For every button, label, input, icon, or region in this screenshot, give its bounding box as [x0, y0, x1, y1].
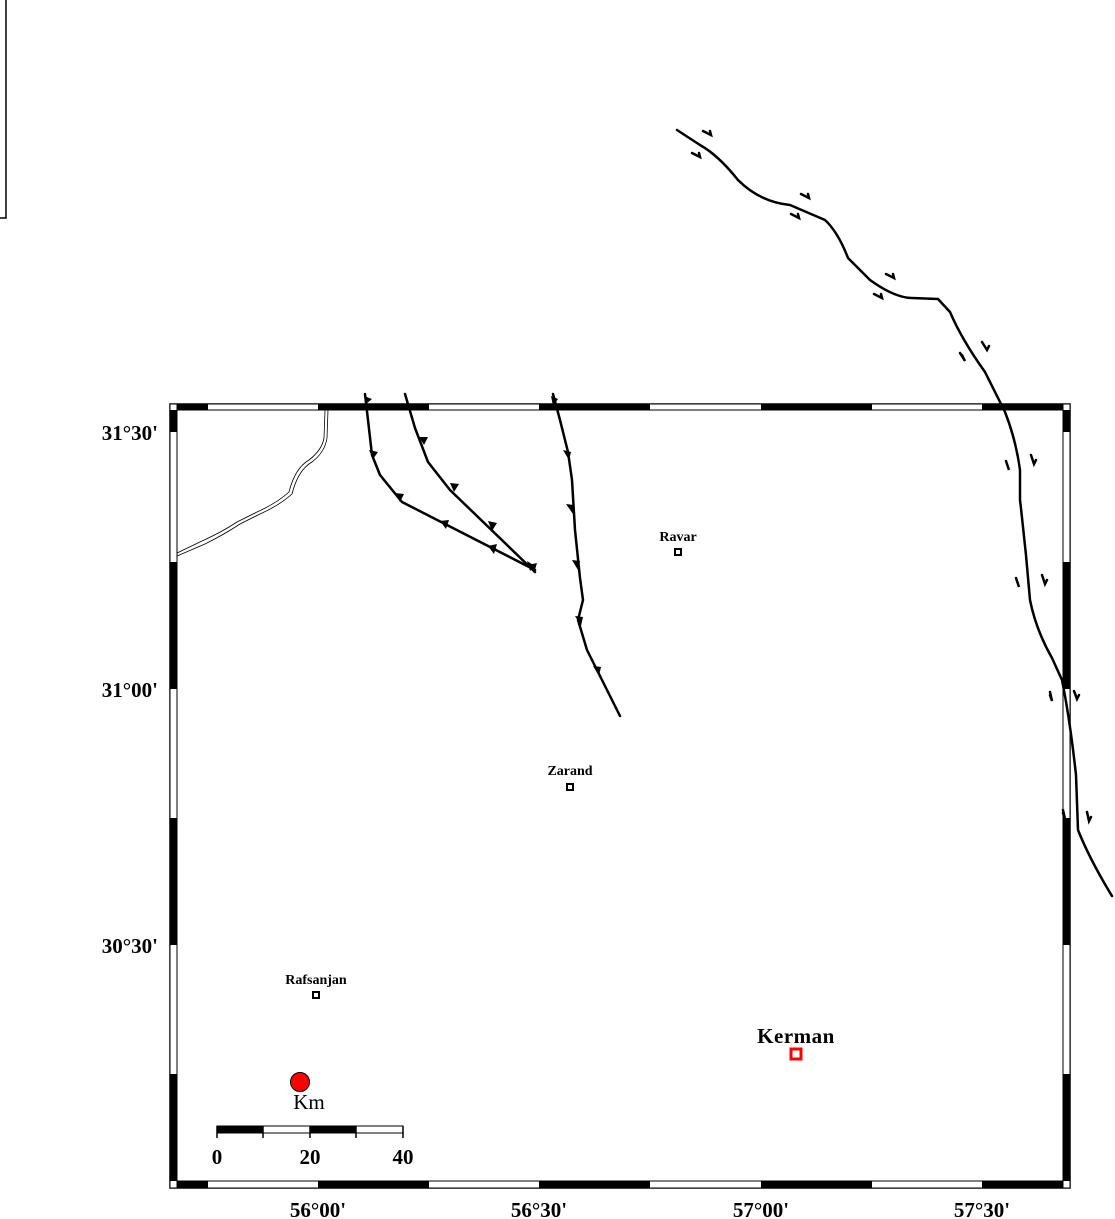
- city-label-ravar: Ravar: [659, 530, 696, 545]
- lon-label-3: 57°00': [733, 1198, 789, 1219]
- strike-slip-fault: [675, 128, 1114, 898]
- legend-box-fragment: [0, 0, 7, 219]
- city-label-zarand: Zarand: [547, 764, 592, 779]
- map-frame: [169, 403, 1071, 1189]
- thrust-faults: [363, 392, 622, 718]
- lat-label-3: 30°30': [102, 934, 158, 958]
- lat-label-1: 31°30': [102, 421, 158, 445]
- lon-label-2: 56°30': [511, 1198, 567, 1219]
- city-marker-zarand: [566, 783, 574, 791]
- thrust-fault-a: [363, 392, 537, 572]
- city-zarand: Zarand: [547, 764, 593, 791]
- city-kerman: Kerman: [757, 1024, 835, 1061]
- event-marker: [290, 1072, 310, 1092]
- thrust-fault-b: [403, 392, 537, 574]
- lat-label-2: 31°00': [102, 678, 158, 702]
- city-marker-rafsanjan: [312, 991, 320, 999]
- scale-label-40: 40: [393, 1145, 414, 1169]
- scale-label-0: 0: [212, 1145, 223, 1169]
- scale-label-20: 20: [300, 1145, 321, 1169]
- city-marker-kerman: [789, 1047, 803, 1061]
- thrust-fault-c: [551, 392, 622, 718]
- city-ravar: Ravar: [659, 530, 697, 556]
- boundary-line: [176, 409, 329, 557]
- city-label-kerman: Kerman: [757, 1024, 835, 1048]
- thrust-teeth: [364, 396, 601, 676]
- city-marker-ravar: [674, 548, 682, 556]
- lon-label-1: 56°00': [290, 1198, 346, 1219]
- lon-label-4: 57°30': [954, 1198, 1010, 1219]
- city-label-rafsanjan: Rafsanjan: [285, 973, 347, 988]
- scale-bar: Km 0 20 40: [212, 1090, 414, 1169]
- scale-unit-label: Km: [293, 1090, 325, 1114]
- city-rafsanjan: Rafsanjan: [285, 973, 347, 999]
